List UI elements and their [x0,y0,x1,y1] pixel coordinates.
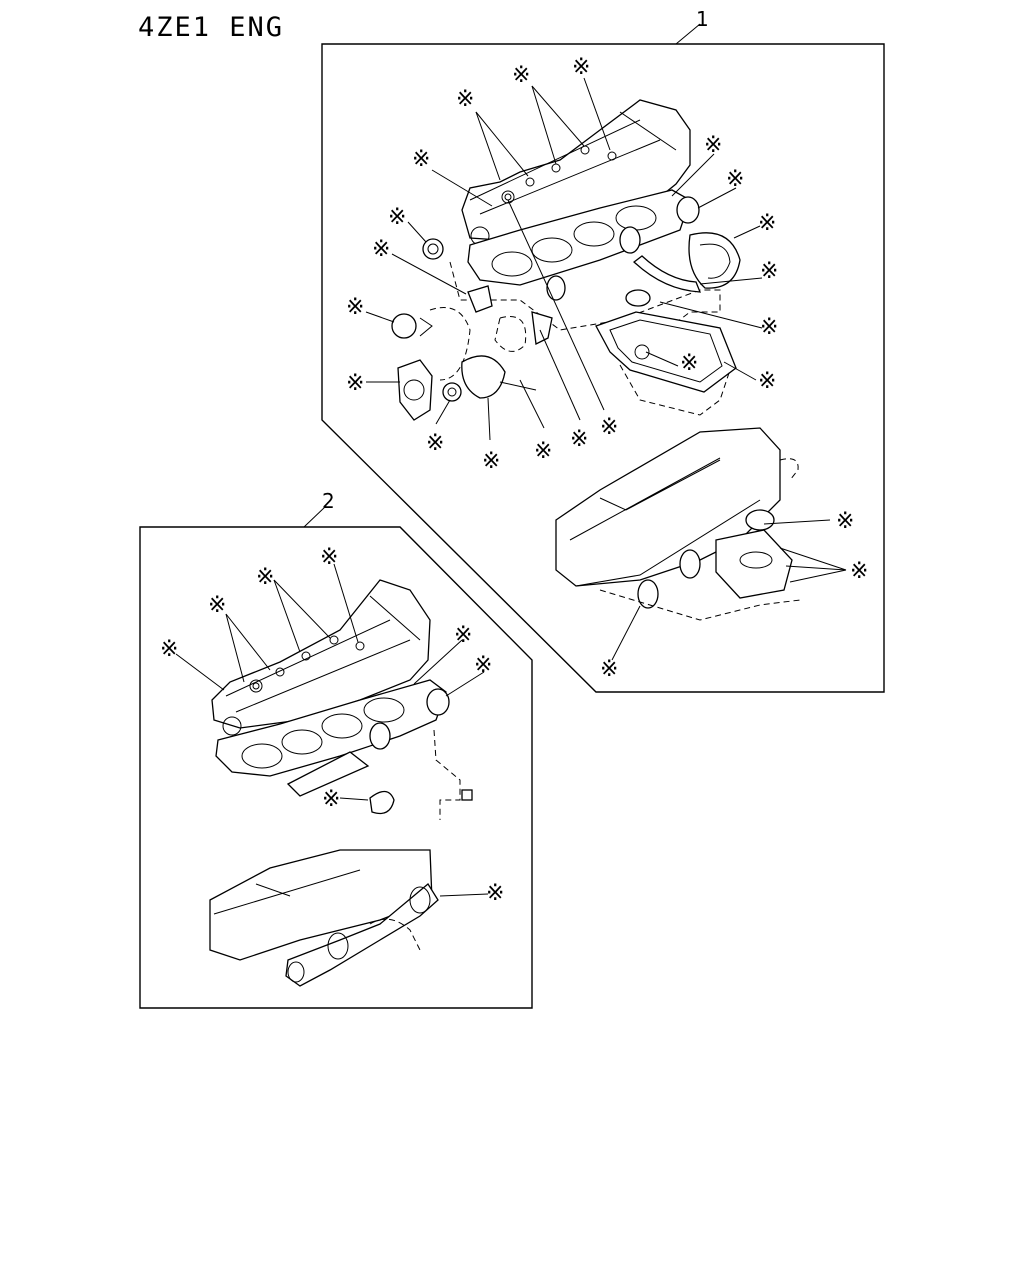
timing-cover-gasket [397,359,433,421]
kit-marker: ※ [704,133,722,158]
kit-marker: ※ [482,449,500,474]
kit-marker: ※ [486,881,504,906]
exhaust-manifold-gasket [285,883,439,987]
kit-marker: ※ [850,559,868,584]
kit-marker: ※ [426,431,444,456]
kit-marker: ※ [726,167,744,192]
kit-marker: ※ [388,205,406,230]
kit-marker: ※ [534,439,552,464]
page-title: 4ZE1 ENG [138,12,285,43]
water-pump-gasket [531,311,553,345]
head-cover [211,579,431,736]
intake-gasket [286,751,370,797]
kit-marker: ※ [160,637,178,662]
kit-marker: ※ [346,295,364,320]
half-moon-seal [632,255,701,293]
kit-marker: ※ [512,63,530,88]
kit-marker: ※ [256,565,274,590]
rear-oil-seal [442,382,462,402]
kit-marker: ※ [346,371,364,396]
kit-marker: ※ [454,623,472,648]
kit-marker: ※ [680,351,698,376]
front-oil-seal [422,238,444,260]
kit-marker: ※ [474,653,492,678]
kit-marker: ※ [456,87,474,112]
kit-marker: ※ [320,545,338,570]
kit-1-number: 1 [696,7,709,31]
kit-1-markers: ※ ※ ※ ※ ※ ※ ※ ※ ※ ※ ※ ※ ※ ※ ※ ※ ※ ※ ※ ※ … [346,55,868,682]
kit-2-markers: ※ ※ ※ ※ ※ ※ ※ ※ [160,545,504,906]
head-gasket [467,189,691,286]
thermostat-gasket [467,285,493,313]
kit-2-number: 2 [322,489,335,513]
kit-marker: ※ [372,237,390,262]
engine-block-outline [433,729,461,820]
oil-pan-gasket [595,311,737,393]
kit-1-panel: 1 [321,7,885,693]
manifold-gasket-ring [676,196,700,224]
exhaust-flange-gasket [637,579,659,609]
kit-marker: ※ [836,509,854,534]
thermostat-housing-gasket [715,529,793,599]
manifold-gasket-ring [546,275,566,301]
kit-marker: ※ [322,787,340,812]
kit-1-leader-lines [365,77,847,661]
kit-marker: ※ [208,593,226,618]
kit-2-leader-lines [175,563,489,897]
kit-2-panel: 2 [139,489,533,1009]
pump-o-ring [625,289,651,307]
manifold-gasket-ring [369,722,391,750]
kit-marker: ※ [760,259,778,284]
oil-pan [619,364,731,416]
engine-block-outline [449,261,721,351]
engine-side-view [209,849,439,987]
crank-rear-seal [688,232,741,289]
o-ring [391,313,417,339]
kit-marker: ※ [600,415,618,440]
kit-marker: ※ [600,657,618,682]
kit-1-frame [321,43,885,693]
manifold-gasket-ring [426,688,450,716]
manifold-gasket-ring [619,226,641,254]
engine-side-view [555,427,801,621]
head-gasket [215,679,447,777]
kit-1-callout-line [675,23,701,45]
kit-marker: ※ [572,55,590,80]
kit-2-callout-line [303,505,327,528]
kit-marker: ※ [760,315,778,340]
kit-2-frame [139,526,533,1009]
kit-marker: ※ [758,369,776,394]
kit-marker: ※ [758,211,776,236]
kit-marker: ※ [412,147,430,172]
retainer-gasket [461,355,506,399]
kit-marker: ※ [570,427,588,452]
o-ring [369,790,395,815]
